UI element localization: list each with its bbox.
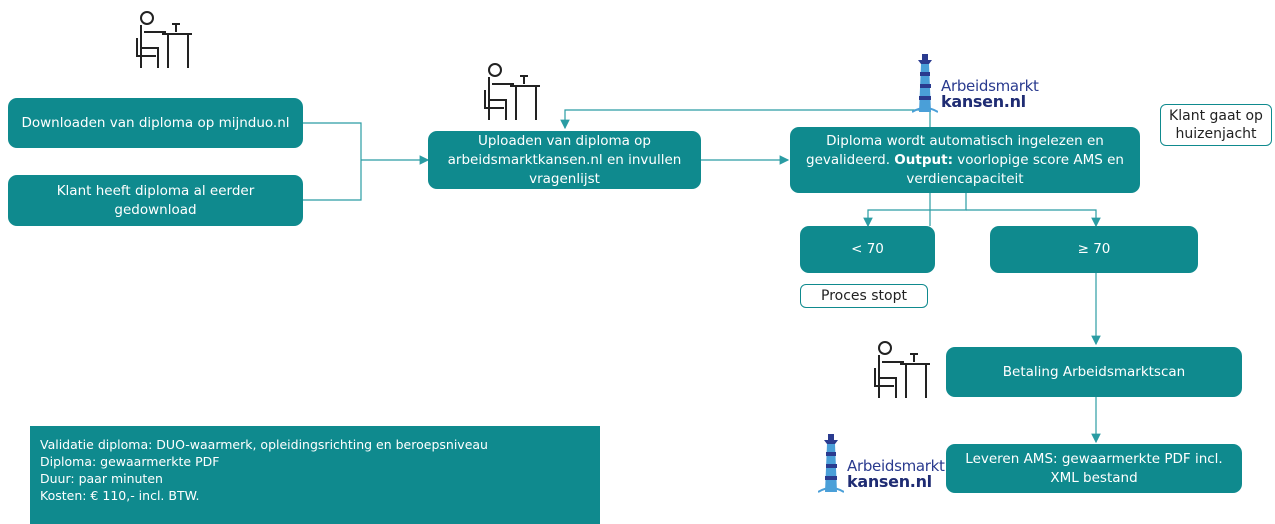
- validate-output-text: voorlopige score AMS en verdiencapacitei…: [906, 151, 1124, 187]
- logo-line1: Arbeidsmarkt: [847, 457, 945, 475]
- logo-line2: kansen.nl: [941, 92, 1026, 111]
- already-downloaded-step: Klant heeft diploma al eerder gedownload: [8, 175, 303, 226]
- score-low-step: < 70: [800, 226, 935, 273]
- lighthouse-logo-icon: [912, 54, 938, 113]
- arrow-to-low: [863, 193, 967, 228]
- download-label: Downloaden van diploma op mijnduo.nl: [21, 114, 290, 131]
- info-panel: Validatie diploma: DUO-waarmerk, opleidi…: [30, 426, 600, 524]
- info-cost: Kosten: € 110,- incl. BTW.: [40, 488, 200, 503]
- process-stops-note: Proces stopt: [800, 284, 928, 308]
- arbeidsmarktkansen-logo: Arbeidsmarkt kansen.nl: [818, 432, 945, 496]
- validate-label: Diploma wordt automatisch ingelezen en g…: [802, 132, 1128, 189]
- logo-line1: Arbeidsmarkt: [941, 77, 1039, 95]
- house-hunt-note: Klant gaat op huizenjacht: [1160, 104, 1272, 146]
- arrow-back-to-upload: [560, 109, 931, 130]
- download-diploma-step: Downloaden van diploma op mijnduo.nl: [8, 98, 303, 148]
- high-label: ≥ 70: [1077, 241, 1111, 257]
- merge-bracket: [303, 122, 362, 201]
- person-at-desk-icon: [874, 341, 930, 398]
- logo-line2: kansen.nl: [847, 472, 932, 491]
- upload-diploma-step: Uploaden van diploma op arbeidsmarktkans…: [428, 131, 701, 189]
- deliver-label: Leveren AMS: gewaarmerkte PDF incl. XML …: [965, 450, 1223, 486]
- info-diploma: Diploma: gewaarmerkte PDF: [40, 454, 220, 469]
- validate-output-label: Output:: [894, 151, 953, 168]
- validate-text: Diploma wordt automatisch ingelezen en g…: [806, 132, 1104, 168]
- low-label: < 70: [851, 241, 884, 257]
- payment-label: Betaling Arbeidsmarktscan: [1002, 363, 1186, 380]
- info-validation: Validatie diploma: DUO-waarmerk, opleidi…: [40, 437, 488, 452]
- info-duration: Duur: paar minuten: [40, 471, 163, 486]
- stop-label: Proces stopt: [821, 287, 907, 304]
- payment-step: Betaling Arbeidsmarktscan: [946, 347, 1242, 397]
- score-high-step: ≥ 70: [990, 226, 1198, 273]
- person-at-desk-icon: [136, 11, 192, 68]
- validate-diploma-step: Diploma wordt automatisch ingelezen en g…: [790, 127, 1140, 193]
- arrow-to-high: [966, 209, 1101, 228]
- deliver-ams-step: Leveren AMS: gewaarmerkte PDF incl. XML …: [946, 444, 1242, 493]
- already-label: Klant heeft diploma al eerder gedownload: [56, 182, 255, 218]
- arbeidsmarktkansen-logo: Arbeidsmarkt kansen.nl: [912, 52, 1039, 116]
- person-at-desk-icon: [484, 63, 540, 120]
- upload-label: Uploaden van diploma op arbeidsmarktkans…: [447, 132, 682, 187]
- house-label: Klant gaat op huizenjacht: [1169, 108, 1263, 142]
- lighthouse-logo-icon: [818, 434, 844, 493]
